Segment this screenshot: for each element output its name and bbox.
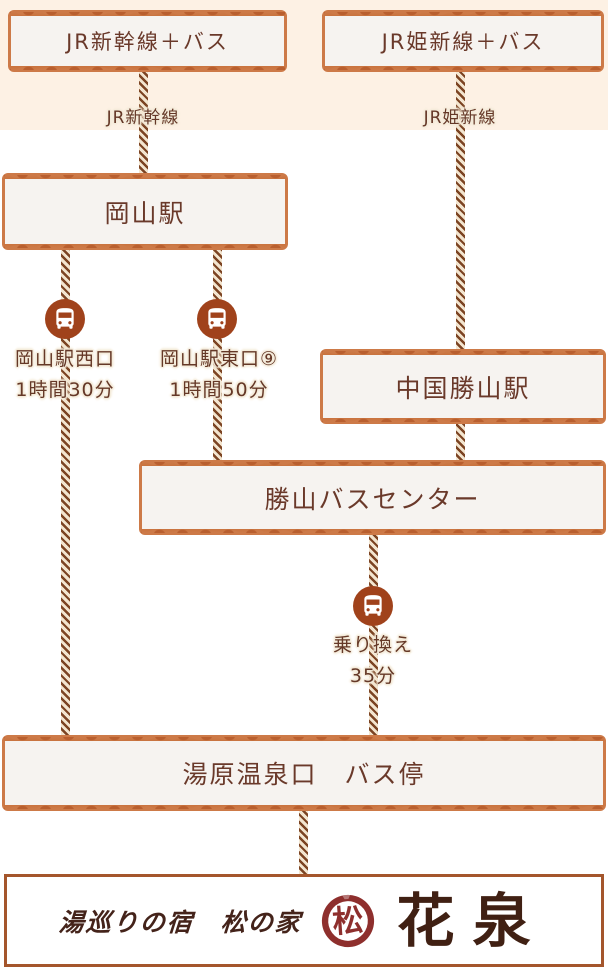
node-label: 中国勝山駅 xyxy=(395,373,531,403)
bus-icon xyxy=(56,308,74,329)
label-jr-kishin: JR姫新線 xyxy=(423,108,497,128)
bus-icon xyxy=(45,299,85,339)
connector-to-inn-line xyxy=(299,809,308,877)
inn-brand-name: 花泉 xyxy=(396,886,549,955)
transfer-duration: 35分 xyxy=(349,665,397,687)
node-yubara-onsenguchi-stop: 湯原温泉口 バス停 xyxy=(2,735,606,811)
node-label: 湯原温泉口 バス停 xyxy=(182,760,426,789)
connector-transfer-line xyxy=(369,533,378,738)
connector-east-bus-line xyxy=(213,248,222,464)
inn-tagline: 湯巡りの宿 松の家 xyxy=(58,907,304,937)
node-label: JR新幹線＋バス xyxy=(66,30,229,54)
bus-icon xyxy=(364,595,382,616)
node-route-kishin-bus: JR姫新線＋バス xyxy=(322,10,604,72)
bus-icon xyxy=(197,299,237,339)
node-route-shinkansen-bus: JR新幹線＋バス xyxy=(8,10,287,72)
bus-stop-name: 岡山駅西口 xyxy=(14,348,115,370)
bus-stop-name: 岡山駅東口⑨ xyxy=(159,348,279,370)
bus-duration: 1時間30分 xyxy=(15,379,115,401)
connector-west-bus-line xyxy=(61,248,70,738)
node-okayama-station: 岡山駅 xyxy=(2,173,288,250)
bus-icon xyxy=(353,586,393,626)
node-label: 勝山バスセンター xyxy=(264,484,481,514)
bus-stop-west: 岡山駅西口 1時間30分 xyxy=(0,344,145,406)
connector-kishin-line xyxy=(456,70,465,352)
inn-logo: 湯巡りの宿 松の家 松 花泉 xyxy=(4,874,604,967)
transfer-note: 乗り換え 35分 xyxy=(293,630,453,692)
seal-icon: 松 xyxy=(321,894,374,947)
label-jr-shinkansen: JR新幹線 xyxy=(106,108,180,128)
node-chugoku-katsuyama-station: 中国勝山駅 xyxy=(320,349,606,424)
node-label: 岡山駅 xyxy=(104,198,186,228)
node-label: JR姫新線＋バス xyxy=(381,30,545,54)
bus-duration: 1時間50分 xyxy=(169,379,269,401)
node-katsuyama-bus-center: 勝山バスセンター xyxy=(139,460,606,535)
connector-katsuyama-line xyxy=(456,421,465,464)
transfer-label: 乗り換え xyxy=(332,634,413,656)
bus-stop-east: 岡山駅東口⑨ 1時間50分 xyxy=(139,344,299,406)
bus-icon xyxy=(208,308,226,329)
connector-shinkansen-line xyxy=(139,70,148,176)
seal-character: 松 xyxy=(331,902,364,940)
